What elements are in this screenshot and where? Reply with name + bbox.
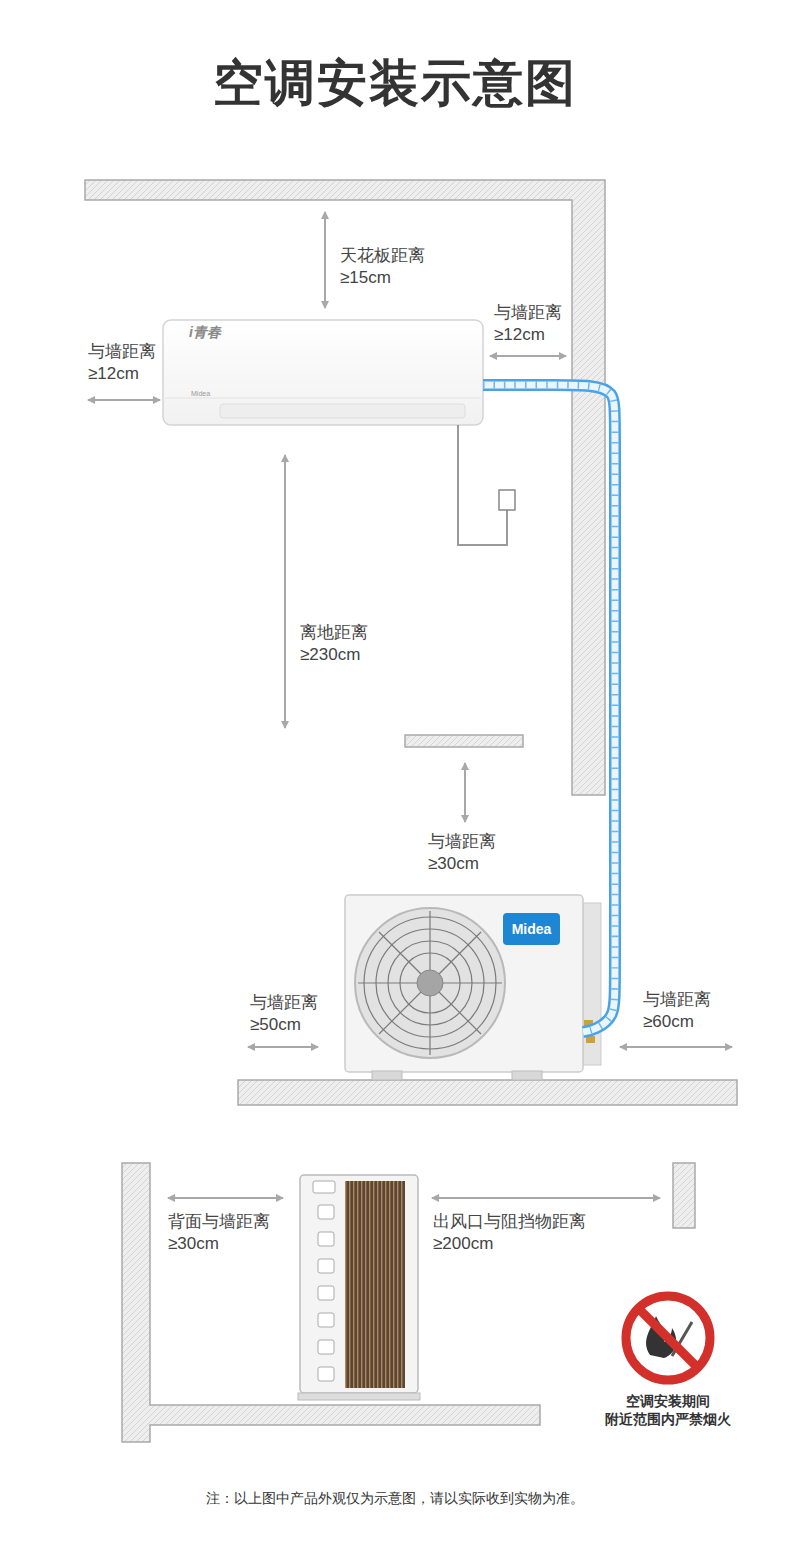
fan-spokes (358, 911, 502, 1055)
fan-grille (355, 908, 505, 1058)
outdoor-foot (512, 1071, 542, 1080)
pipe-insulation (483, 385, 615, 1032)
power-plug (499, 490, 515, 510)
outdoor-unit-body (345, 895, 583, 1072)
balcony-shelf (405, 735, 523, 747)
indoor-unit-vent (220, 404, 465, 418)
brand-logo: Midea (503, 913, 560, 945)
fan-hub (417, 970, 443, 996)
dimension-label: 与墙距离 ≥12cm (494, 302, 562, 346)
brand-mark: Midea (191, 390, 210, 398)
refrigerant-pipe (483, 385, 615, 1032)
side-unit-foot (298, 1393, 420, 1400)
no-fire-slash (639, 1309, 697, 1367)
dimension-label: 离地距离 ≥230cm (300, 622, 368, 666)
obstacle-post (673, 1163, 695, 1228)
room-wall (85, 180, 605, 795)
dimension-label: 与墙距离 ≥60cm (643, 989, 711, 1033)
side-unit-coil (345, 1181, 405, 1388)
power-cord (458, 425, 507, 545)
dimension-label: 与墙距离 ≥50cm (250, 992, 318, 1036)
outdoor-floor (238, 1080, 737, 1105)
no-fire-ring (626, 1296, 710, 1380)
outdoor-unit: Midea (345, 895, 583, 1072)
side-wall (122, 1163, 540, 1442)
series-logo: i青春 (189, 324, 221, 341)
side-unit-slots (318, 1205, 334, 1381)
indoor-unit-body (163, 320, 483, 425)
outdoor-foot (372, 1071, 402, 1080)
pipe-ribs (483, 385, 615, 1032)
warning-text: 空调安装期间 附近范围内严禁烟火 (605, 1392, 731, 1428)
footnote: 注：以上图中产品外观仅为示意图，请以实际收到实物为准。 (0, 1490, 790, 1508)
dimension-label: 与墙距离 ≥12cm (88, 341, 156, 385)
side-unit-handle (313, 1181, 335, 1193)
indoor-unit-seam (165, 398, 481, 399)
dimension-arrows (88, 212, 732, 1198)
dimension-label: 天花板距离 ≥15cm (340, 245, 425, 289)
side-unit-body (300, 1175, 418, 1393)
dimension-label: 出风口与阻挡物距离 ≥200cm (433, 1211, 586, 1255)
pipe-outline (483, 385, 615, 1032)
dimension-label: 与墙距离 ≥30cm (428, 831, 496, 875)
outdoor-unit-side (583, 903, 601, 1065)
indoor-unit: i青春 Midea (163, 320, 483, 425)
page-title: 空调安装示意图 (0, 50, 790, 117)
brand-badge (503, 913, 560, 945)
dimension-label: 背面与墙距离 ≥30cm (168, 1211, 270, 1255)
